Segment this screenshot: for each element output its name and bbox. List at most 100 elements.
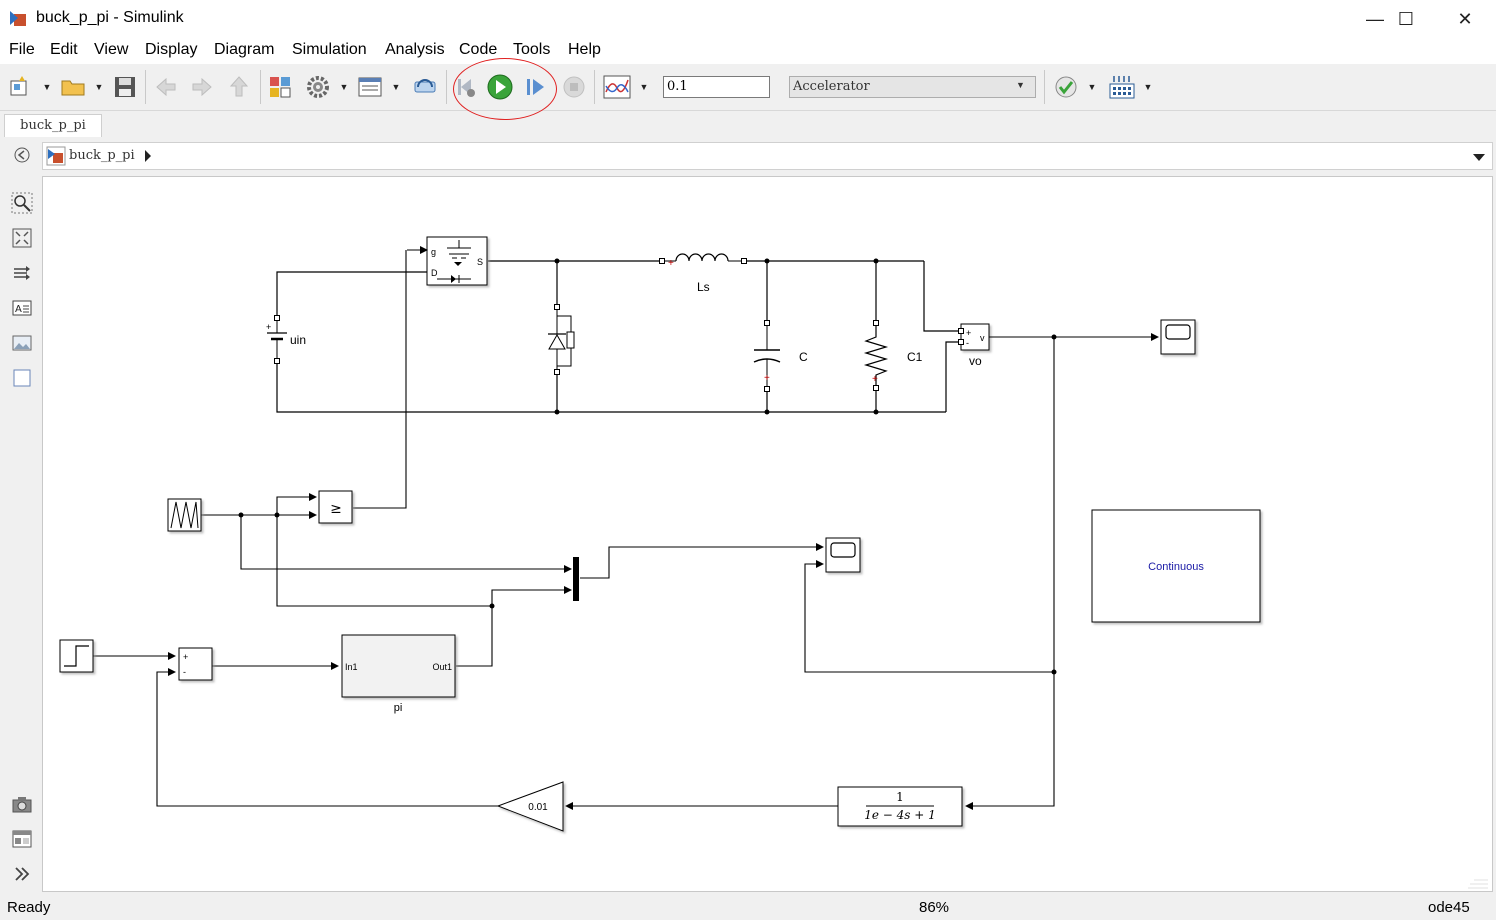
inspector-dropdown[interactable]: ▼ [639, 82, 649, 92]
breadcrumb-dropdown-icon[interactable] [1472, 150, 1486, 168]
inductor-block[interactable]: + [659, 253, 747, 269]
stop-button[interactable] [559, 72, 589, 102]
step-block[interactable] [59, 639, 94, 673]
back-button[interactable] [151, 72, 181, 102]
toolbar-separator [145, 70, 146, 104]
scope-vo-block[interactable] [1160, 319, 1196, 355]
expand-palette-button[interactable] [10, 862, 34, 886]
minimize-button[interactable]: — [1366, 8, 1384, 29]
open-button[interactable] [58, 72, 88, 102]
update-diagram-button[interactable] [410, 72, 440, 102]
inductor-label: Ls [697, 280, 710, 294]
zoom-in-button[interactable] [10, 191, 34, 215]
pi-out-port: Out1 [432, 662, 452, 672]
back-circle-icon [14, 147, 30, 163]
annotation-button[interactable]: A [10, 296, 34, 320]
forward-button[interactable] [187, 72, 217, 102]
build-dropdown[interactable]: ▼ [1143, 82, 1153, 92]
arrow-up-icon [229, 76, 249, 97]
mosfet-source-port: S [477, 257, 483, 267]
menu-edit[interactable]: Edit [50, 41, 78, 58]
junction-dots [238, 258, 1057, 675]
route-lines-button[interactable] [10, 261, 34, 285]
menu-view[interactable]: View [94, 41, 129, 58]
model-browser-button[interactable] [10, 827, 34, 851]
menu-display[interactable]: Display [145, 41, 198, 58]
double-chevron-right-icon [15, 867, 30, 881]
check-icon [1055, 76, 1077, 98]
close-button[interactable]: ✕ [1457, 8, 1473, 29]
screenshot-button[interactable] [10, 792, 34, 816]
mux-block[interactable] [573, 557, 579, 601]
stop-time-input[interactable]: 0.1 [663, 76, 770, 98]
sum-block[interactable] [178, 647, 213, 681]
save-button[interactable] [110, 72, 140, 102]
power-circuit-wires [276, 260, 961, 413]
area-icon [13, 369, 31, 387]
model-advisor-button[interactable] [1051, 72, 1081, 102]
toolbar-separator [594, 70, 595, 104]
explorer-dropdown[interactable]: ▼ [391, 82, 401, 92]
scope-2-block[interactable] [825, 537, 861, 573]
model-explorer-button[interactable] [355, 72, 385, 102]
new-model-button[interactable] [6, 72, 36, 102]
resistor-block[interactable]: + [863, 320, 889, 391]
transfer-function-denominator: 1e − 4s + 1 [864, 808, 936, 822]
arrow-left-icon [156, 77, 176, 97]
pi-subsystem-block[interactable] [341, 634, 456, 698]
resize-grip[interactable] [1468, 879, 1488, 889]
status-solver[interactable]: ode45 [1428, 899, 1470, 916]
data-inspector-icon [603, 75, 631, 99]
capacitor-label: C [799, 350, 808, 364]
chevron-down-icon: ▼ [1016, 80, 1025, 90]
image-button[interactable] [10, 331, 34, 355]
up-button[interactable] [224, 72, 254, 102]
gear-icon [307, 76, 329, 98]
build-model-button[interactable] [1107, 72, 1137, 102]
area-button[interactable] [10, 366, 34, 390]
breadcrumb-arrow-icon[interactable] [144, 149, 152, 168]
svg-text:+: + [668, 258, 674, 269]
menu-file[interactable]: File [9, 41, 35, 58]
menu-tools[interactable]: Tools [513, 41, 551, 58]
breadcrumb-model[interactable]: buck_p_pi [69, 148, 135, 163]
mosfet-block[interactable] [426, 236, 488, 286]
menu-code[interactable]: Code [459, 41, 498, 58]
status-zoom: 86% [919, 899, 950, 916]
tab-buck-p-pi[interactable]: buck_p_pi [4, 114, 102, 137]
new-model-dropdown[interactable]: ▼ [42, 82, 52, 92]
new-model-icon [10, 76, 27, 96]
gain-block[interactable] [496, 781, 564, 832]
menu-simulation[interactable]: Simulation [292, 41, 367, 58]
diode-block[interactable] [548, 304, 575, 375]
gain-value: 0.01 [528, 802, 548, 813]
settings-dropdown[interactable]: ▼ [339, 82, 349, 92]
open-dropdown[interactable]: ▼ [94, 82, 104, 92]
menu-analysis[interactable]: Analysis [385, 41, 445, 58]
fit-view-icon [12, 228, 32, 248]
menu-diagram[interactable]: Diagram [214, 41, 275, 58]
annotation-icon: A [12, 300, 32, 316]
library-browser-button[interactable] [265, 72, 295, 102]
capacitor-block[interactable]: + [753, 320, 781, 392]
breadcrumb [42, 142, 1493, 170]
dc-voltage-source[interactable]: + [266, 315, 287, 364]
simulation-data-inspector-button[interactable] [602, 72, 632, 102]
maximize-button[interactable]: ☐ [1397, 8, 1415, 29]
powergui-label: Continuous [1148, 561, 1204, 573]
menu-help[interactable]: Help [568, 41, 601, 58]
relational-operator-block[interactable] [318, 490, 353, 524]
library-browser-icon [270, 77, 291, 98]
window-title: buck_p_pi - Simulink [36, 9, 184, 26]
model-settings-button[interactable] [303, 72, 333, 102]
fit-to-view-button[interactable] [10, 226, 34, 250]
hide-show-explorer-button[interactable] [10, 143, 34, 167]
repeating-sequence-block[interactable] [167, 498, 202, 532]
model-explorer-icon [358, 77, 382, 97]
advisor-dropdown[interactable]: ▼ [1087, 82, 1097, 92]
simulation-mode-select[interactable]: Accelerator [789, 76, 1036, 98]
powergui-block[interactable] [1091, 509, 1261, 623]
menu-bar [0, 38, 1496, 64]
sum-plus-port: + [183, 652, 188, 662]
